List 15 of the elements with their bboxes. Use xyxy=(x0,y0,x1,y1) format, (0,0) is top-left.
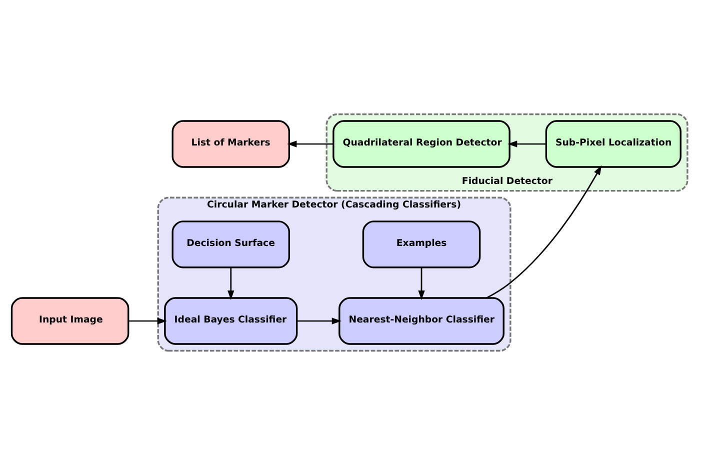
arrow xyxy=(418,266,425,300)
node-box: Ideal Bayes Classifier xyxy=(164,296,298,344)
node-box: List of Markers xyxy=(172,120,290,168)
node-box: Quadrilateral Region Detector xyxy=(332,120,510,168)
arrow xyxy=(228,266,234,300)
node-box: Input Image xyxy=(10,296,130,344)
arrow xyxy=(297,317,342,324)
arrow xyxy=(508,140,546,147)
node-box: Decision Surface xyxy=(172,220,290,268)
arrow xyxy=(128,317,167,324)
node-box: Examples xyxy=(362,220,481,268)
arrow xyxy=(287,140,334,147)
arrow xyxy=(486,164,602,298)
node-box: Nearest-Neighbor Classifier xyxy=(338,296,504,344)
node-box: Sub-Pixel Localization xyxy=(545,120,682,168)
